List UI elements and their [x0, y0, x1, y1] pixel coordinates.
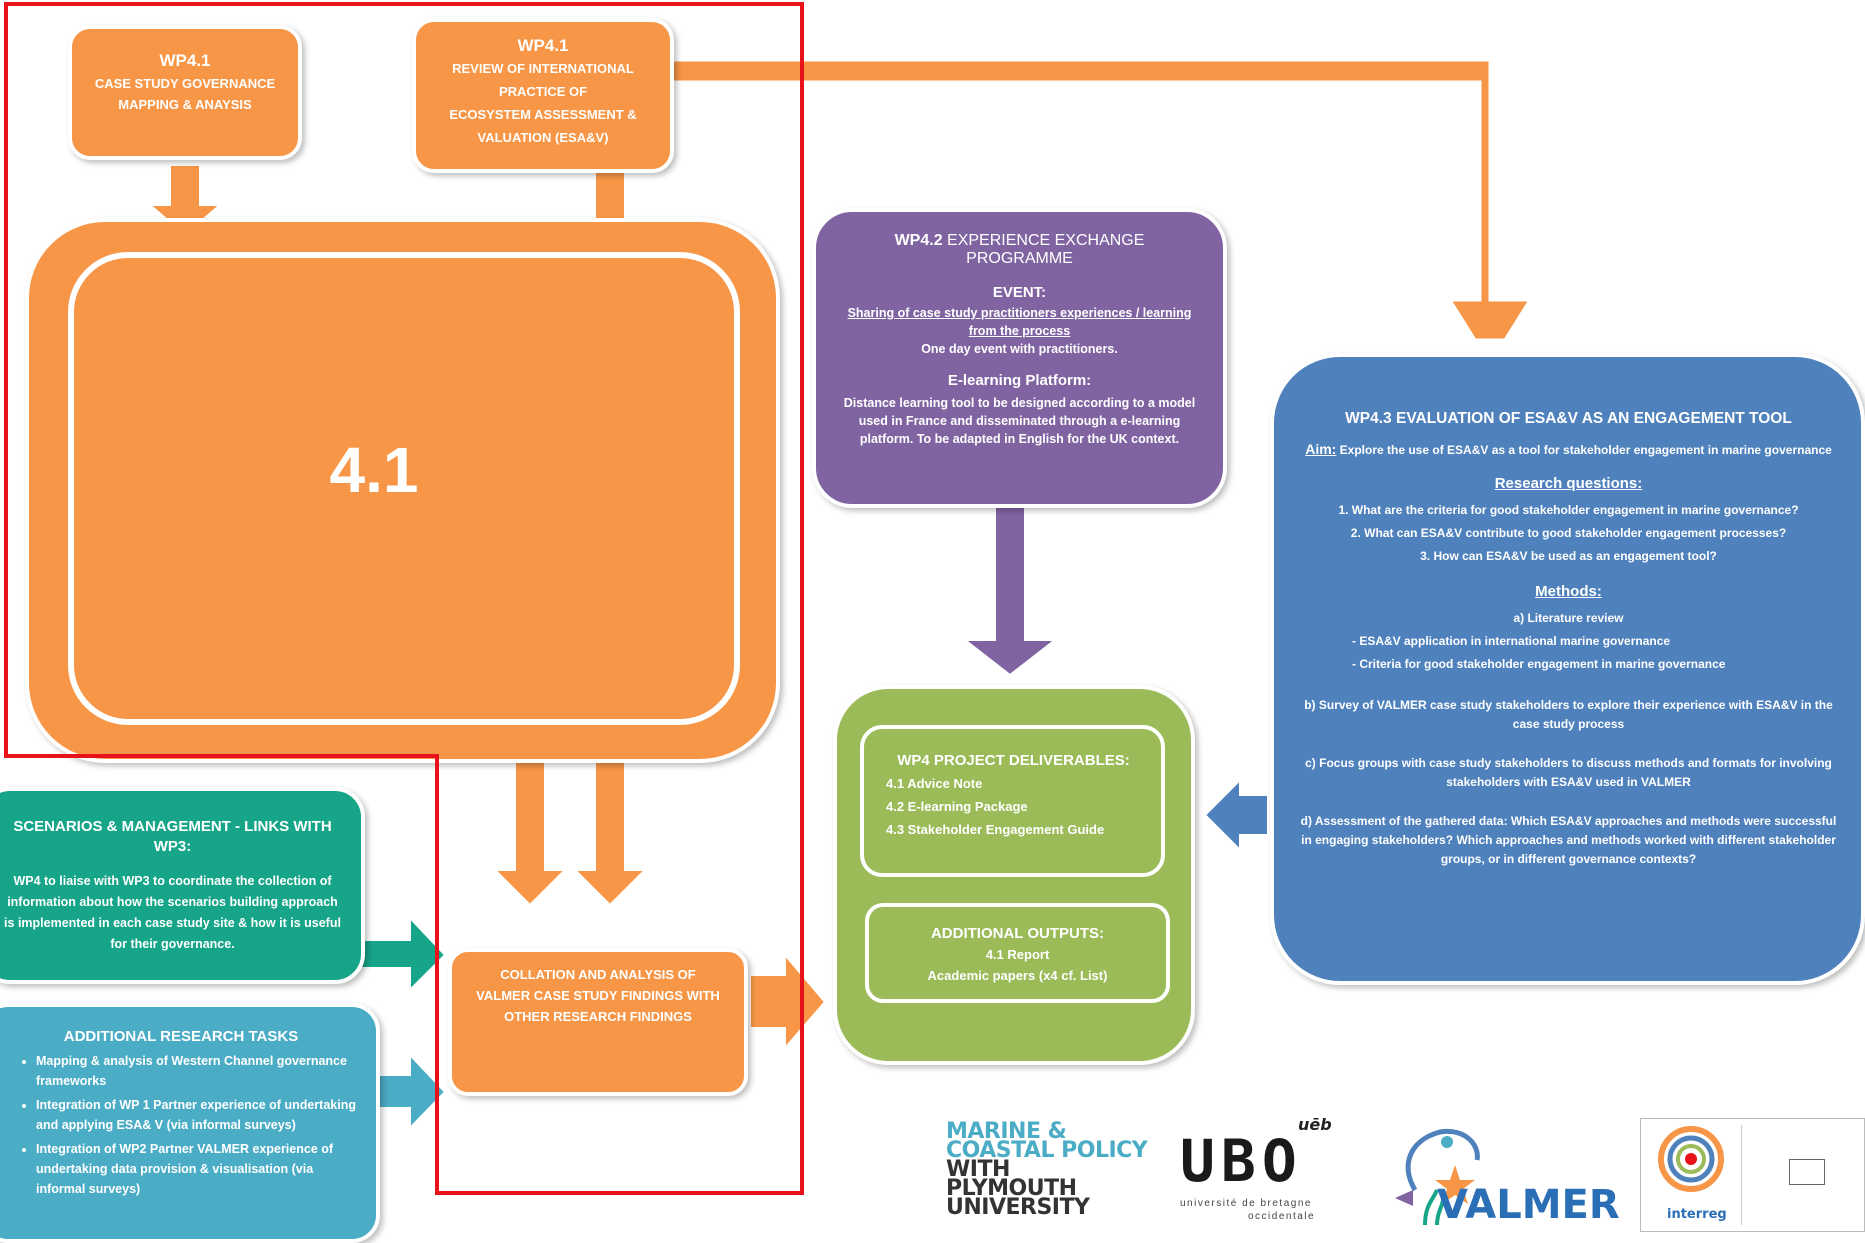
deliverables-item3: 4.3 Stakeholder Engagement Guide — [886, 822, 1105, 837]
wp43-method-b: b) Survey of VALMER case study stakehold… — [1304, 698, 1833, 731]
wp43-method-c: c) Focus groups with case study stakehol… — [1305, 756, 1832, 789]
wp43-rq-heading: Research questions: — [1494, 475, 1643, 492]
arrow-wp42-to-deliverables — [962, 504, 1058, 677]
research-item-1: Mapping & analysis of Western Channel go… — [36, 1051, 358, 1091]
wp42-event-heading: EVENT: — [992, 284, 1047, 301]
wp41-review-box: WP4.1 REVIEW OF INTERNATIONAL PRACTICE O… — [412, 18, 674, 173]
box-4-1-label: 4.1 — [329, 433, 419, 506]
wp43-rq2: 2. What can ESA&V contribute to good sta… — [1350, 526, 1787, 540]
connector-review-to-wp43 — [668, 58, 1533, 342]
connector-review-to-41 — [594, 169, 626, 221]
wp43-method-a2: - Criteria for good stakeholder engageme… — [1352, 657, 1726, 671]
wp41-review-line1: REVIEW OF INTERNATIONAL — [452, 61, 634, 76]
wp43-box: WP4.3 EVALUATION OF ESA&V AS AN ENGAGEME… — [1270, 353, 1865, 985]
interreg-text: interreg — [1667, 1207, 1727, 1222]
interreg-divider — [1741, 1125, 1742, 1225]
wp43-method-a: a) Literature review — [1513, 611, 1624, 625]
marine-coastal-policy-logo: MARINE & COASTAL POLICY WITH PLYMOUTH UN… — [946, 1119, 1176, 1232]
marine-logo-line5: UNIVERSITY — [946, 1195, 1090, 1220]
wp43-methods-heading: Methods: — [1535, 583, 1602, 600]
wp42-elearning-detail: Distance learning tool to be designed ac… — [843, 396, 1196, 446]
deliverables-item2: 4.2 E-learning Package — [886, 799, 1028, 814]
wp42-title-rest: EXPERIENCE EXCHANGE PROGRAMME — [942, 232, 1145, 267]
research-item-2: Integration of WP 1 Partner experience o… — [36, 1095, 358, 1135]
deliverables-heading: WP4 PROJECT DELIVERABLES: — [897, 752, 1130, 769]
valmer-logo: VALMER — [1385, 1120, 1620, 1232]
valmer-emblem-icon — [1395, 1128, 1480, 1226]
arrow-41-to-collation-right — [572, 759, 648, 907]
scenarios-body: WP4 to liaise with WP3 to coordinate the… — [4, 874, 341, 951]
wp42-elearning-heading: E-learning Platform: — [947, 372, 1092, 389]
scenarios-heading: SCENARIOS & MANAGEMENT - LINKS WITH WP3: — [13, 818, 332, 855]
wp43-aim: Aim: Explore the use of ESA&V as a tool … — [1296, 440, 1841, 460]
wp43-method-d: d) Assessment of the gathered data: Whic… — [1300, 814, 1837, 866]
collation-line3: OTHER RESEARCH FINDINGS — [504, 1009, 692, 1024]
wp42-box: WP4.2 EXPERIENCE EXCHANGE PROGRAMME EVEN… — [812, 208, 1227, 508]
wp41-case-study-box: WP4.1 CASE STUDY GOVERNANCE MAPPING & AN… — [68, 25, 302, 160]
research-heading: ADDITIONAL RESEARCH TASKS — [63, 1028, 299, 1045]
collation-line2: VALMER CASE STUDY FINDINGS WITH — [476, 988, 720, 1003]
wp43-method-a1: - ESA&V application in international mar… — [1352, 634, 1671, 648]
wp41-review-title: WP4.1 — [517, 36, 569, 55]
eu-flag-icon — [1789, 1159, 1825, 1185]
interreg-emblem-icon — [1658, 1126, 1724, 1192]
research-list: Mapping & analysis of Western Channel go… — [0, 1051, 358, 1199]
wp43-rq3: 3. How can ESA&V be used as an engagemen… — [1420, 549, 1717, 563]
collation-line1: COLLATION AND ANALYSIS OF — [500, 967, 696, 982]
arrow-wp43-to-deliverables — [1203, 777, 1269, 853]
wp42-title: WP4.2 EXPERIENCE EXCHANGE PROGRAMME — [842, 232, 1197, 268]
wp42-title-bold: WP4.2 — [894, 232, 943, 249]
ubo-sub1: université de bretagne — [1180, 1198, 1312, 1209]
arrow-research-to-collation — [374, 1052, 447, 1131]
scenarios-box: SCENARIOS & MANAGEMENT - LINKS WITH WP3:… — [0, 787, 365, 984]
arrow-scenarios-to-collation — [359, 915, 447, 993]
wp43-aim-text: Explore the use of ESA&V as a tool for s… — [1336, 443, 1832, 457]
wp41-review-line2: PRACTICE OF — [498, 84, 588, 99]
wp41-case-line1: CASE STUDY GOVERNANCE — [94, 76, 276, 91]
marine-logo-line4: PLYMOUTH — [946, 1176, 1077, 1201]
wp41-review-line4: VALUATION (ESA&V) — [477, 130, 609, 145]
outputs-item2: Academic papers (x4 cf. List) — [927, 968, 1108, 983]
interreg-logo: interreg — [1640, 1118, 1865, 1232]
additional-outputs-box: ADDITIONAL OUTPUTS: 4.1 Report Academic … — [865, 903, 1170, 1003]
deliverables-box: WP4 PROJECT DELIVERABLES: 4.1 Advice Not… — [860, 725, 1165, 877]
arrow-collation-to-deliverables — [749, 952, 827, 1051]
wp43-aim-label: Aim: — [1305, 441, 1337, 457]
wp42-event-detail: One day event with practitioners. — [921, 342, 1118, 356]
ubo-sub2: occidentale — [1248, 1211, 1316, 1222]
wp43-title-bold: WP4.3 — [1345, 410, 1392, 427]
marine-logo-line2: COASTAL POLICY — [946, 1138, 1148, 1163]
wp41-case-title: WP4.1 — [159, 51, 211, 70]
research-item-3: Integration of WP2 Partner VALMER experi… — [36, 1139, 358, 1199]
wp41-review-line3: ECOSYSTEM ASSESSMENT & — [449, 107, 637, 122]
marine-logo-line1: MARINE & — [946, 1119, 1067, 1144]
research-box: ADDITIONAL RESEARCH TASKS Mapping & anal… — [0, 1003, 380, 1243]
wp42-event-underlined: Sharing of case study practitioners expe… — [847, 306, 1192, 338]
deliverables-item1: 4.1 Advice Note — [886, 776, 983, 791]
collation-box: COLLATION AND ANALYSIS OF VALMER CASE ST… — [448, 948, 748, 1096]
wp43-rq1: 1. What are the criteria for good stakeh… — [1338, 503, 1799, 517]
marine-logo-line3: WITH — [946, 1157, 1010, 1182]
ueb-mark: uēb — [1298, 1115, 1332, 1134]
outputs-item1: 4.1 Report — [985, 947, 1050, 962]
wp43-title: WP4.3 EVALUATION OF ESA&V AS AN ENGAGEME… — [1296, 409, 1841, 428]
ubo-logo: uēb UBO université de bretagne occidenta… — [1178, 1115, 1333, 1225]
ubo-mark: UBO — [1180, 1127, 1303, 1195]
arrow-41-to-collation-left — [492, 759, 568, 907]
wp41-case-line2: MAPPING & ANAYSIS — [118, 97, 252, 112]
valmer-text: VALMER — [1437, 1182, 1620, 1228]
outputs-heading: ADDITIONAL OUTPUTS: — [930, 925, 1105, 942]
box-4-1: 4.1 — [68, 252, 740, 725]
wp43-title-rest: EVALUATION OF ESA&V AS AN ENGAGEMENT TOO… — [1391, 410, 1792, 427]
